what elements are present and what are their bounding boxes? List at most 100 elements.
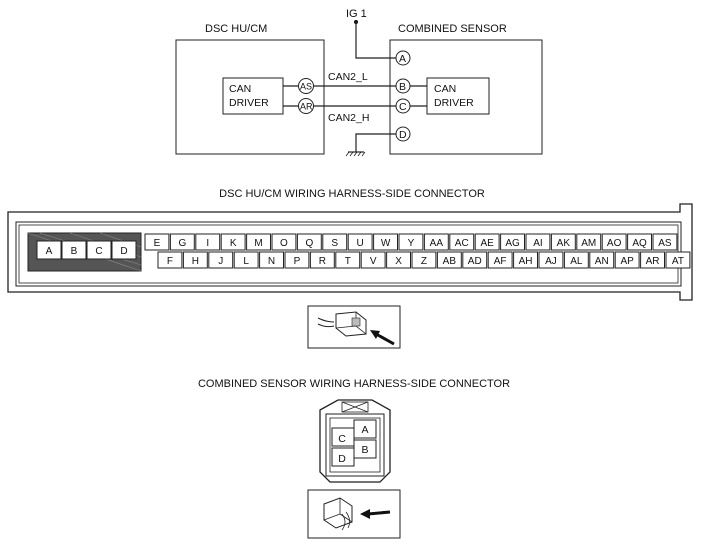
dsc-bottom-pin-af [487, 251, 513, 269]
terminal-a [395, 50, 411, 66]
terminal-b-label: B [399, 81, 406, 93]
sensor-pin-b-label: B [361, 444, 368, 456]
ground-icon [345, 151, 366, 157]
dsc-top-pin-ag-label: AG [505, 238, 520, 249]
dsc-top-pin-i-label: I [206, 238, 209, 249]
dsc-top-pin-y [398, 233, 424, 251]
dsc-top-pin-q [296, 233, 322, 251]
dsc-top-pin-w [373, 233, 399, 251]
dsc-top-pin-g [169, 233, 195, 251]
dsc-pin-b [61, 240, 87, 260]
dsc-bottom-pin-an-label: AN [595, 256, 609, 267]
dsc-connector-title: DSC HU/CM WIRING HARNESS-SIDE CONNECTOR [219, 188, 485, 200]
dsc-top-pin-q-label: Q [305, 238, 313, 249]
dsc-top-pin-ak-label: AK [557, 238, 571, 249]
dsc-top-pin-ac [449, 233, 475, 251]
dsc-bottom-pin-f-label: F [167, 256, 173, 267]
dsc-bottom-pin-h [182, 251, 208, 269]
dsc-bottom-pin-f [157, 251, 183, 269]
dsc-top-pin-aq-label: AQ [632, 238, 647, 249]
dsc-bottom-pin-at-label: AT [672, 256, 684, 267]
sensor-pin-d-label: D [338, 453, 346, 465]
sensor-can-driver-line2: DRIVER [434, 97, 474, 109]
dsc-can-driver-line1: CAN [229, 83, 251, 95]
dsc-bottom-pin-t-label: T [345, 256, 351, 267]
dsc-large-pin-group: A B C D [36, 240, 137, 260]
dsc-top-pin-u-label: U [357, 238, 364, 249]
dsc-pin-d [111, 240, 137, 260]
dsc-bottom-pin-ah-label: AH [519, 256, 533, 267]
dsc-bottom-pin-al [563, 251, 589, 269]
dsc-top-pin-ao [601, 233, 627, 251]
dsc-bottom-pin-v-label: V [370, 256, 377, 267]
dsc-top-pin-m [246, 233, 272, 251]
dsc-top-pin-s-label: S [331, 238, 338, 249]
dsc-bottom-pin-l [233, 251, 259, 269]
dsc-pin-b-label: B [71, 246, 78, 257]
dsc-pin-a [36, 240, 62, 260]
sensor-pin-c-label: C [338, 433, 346, 445]
combined-sensor-title: COMBINED SENSOR [398, 23, 507, 35]
dsc-bottom-pin-z [411, 251, 437, 269]
dsc-bottom-pin-x [386, 251, 412, 269]
dsc-pin-c [86, 240, 112, 260]
dsc-bottom-pin-p-label: P [294, 256, 301, 267]
dsc-unit-title: DSC HU/CM [205, 23, 267, 35]
dsc-can-driver-box [222, 77, 284, 115]
dsc-top-pin-ai-label: AI [533, 238, 542, 249]
dsc-bottom-pin-j [208, 251, 234, 269]
connector-view-icon-2 [307, 489, 401, 539]
power-wire [355, 22, 396, 59]
dsc-top-pin-as-label: AS [658, 238, 672, 249]
dsc-top-pin-w-label: W [381, 238, 391, 249]
dsc-bottom-pin-h-label: H [192, 256, 199, 267]
dsc-top-pin-o-label: O [280, 238, 288, 249]
dsc-top-pin-am [576, 233, 602, 251]
can2-h-label: CAN2_H [328, 112, 369, 124]
dsc-top-pin-m-label: M [254, 238, 262, 249]
can2-l-label: CAN2_L [328, 71, 368, 83]
terminal-ar-label: AR [300, 102, 313, 112]
dsc-top-pin-e [144, 233, 170, 251]
dsc-bottom-pin-ab-label: AB [443, 256, 457, 267]
dsc-bottom-pin-z-label: Z [421, 256, 427, 267]
dsc-pin-d-label: D [120, 246, 127, 257]
dsc-top-pin-as [652, 233, 678, 251]
dsc-top-pin-i [195, 233, 221, 251]
sensor-driver-leads [410, 85, 427, 107]
dsc-bottom-pin-v [360, 251, 386, 269]
dsc-top-pin-y-label: Y [408, 238, 415, 249]
dsc-bottom-pin-ah [513, 251, 538, 269]
sensor-pin-c [331, 427, 355, 447]
sensor-connector-title: COMBINED SENSOR WIRING HARNESS-SIDE CONN… [198, 378, 510, 390]
dsc-top-pin-k-label: K [230, 238, 237, 249]
dsc-can-driver-line2: DRIVER [229, 97, 269, 109]
dsc-bottom-pin-ad-label: AD [468, 256, 482, 267]
dsc-top-pin-ae [474, 233, 500, 251]
dsc-top-pin-ai [525, 233, 551, 251]
terminal-as-label: AS [300, 82, 312, 92]
dsc-bottom-pin-r-label: R [319, 256, 326, 267]
dsc-top-pin-ag [500, 233, 526, 251]
ground-wire [355, 133, 396, 152]
dsc-top-pin-aa-label: AA [430, 238, 444, 249]
dsc-bottom-pin-ab [436, 251, 462, 269]
dsc-bottom-pin-l-label: L [243, 256, 249, 267]
dsc-bottom-pin-aj [538, 251, 564, 269]
dsc-bottom-pin-an [589, 251, 615, 269]
dsc-pin-c-label: C [95, 246, 102, 257]
dsc-bottom-pin-ar [640, 251, 665, 269]
dsc-top-pin-e-label: E [154, 238, 161, 249]
sensor-pin-a-label: A [361, 424, 368, 436]
dsc-top-pin-k [220, 233, 246, 251]
dsc-bottom-pin-t [335, 251, 361, 269]
dsc-bottom-pin-r [309, 251, 335, 269]
dsc-bottom-pin-n-label: N [268, 256, 275, 267]
dsc-bottom-pin-al-label: AL [570, 256, 583, 267]
dsc-top-pin-g-label: G [178, 238, 186, 249]
dsc-bottom-pin-ad [462, 251, 488, 269]
dsc-bottom-pin-x-label: X [395, 256, 402, 267]
dsc-bottom-pin-ap [614, 251, 640, 269]
